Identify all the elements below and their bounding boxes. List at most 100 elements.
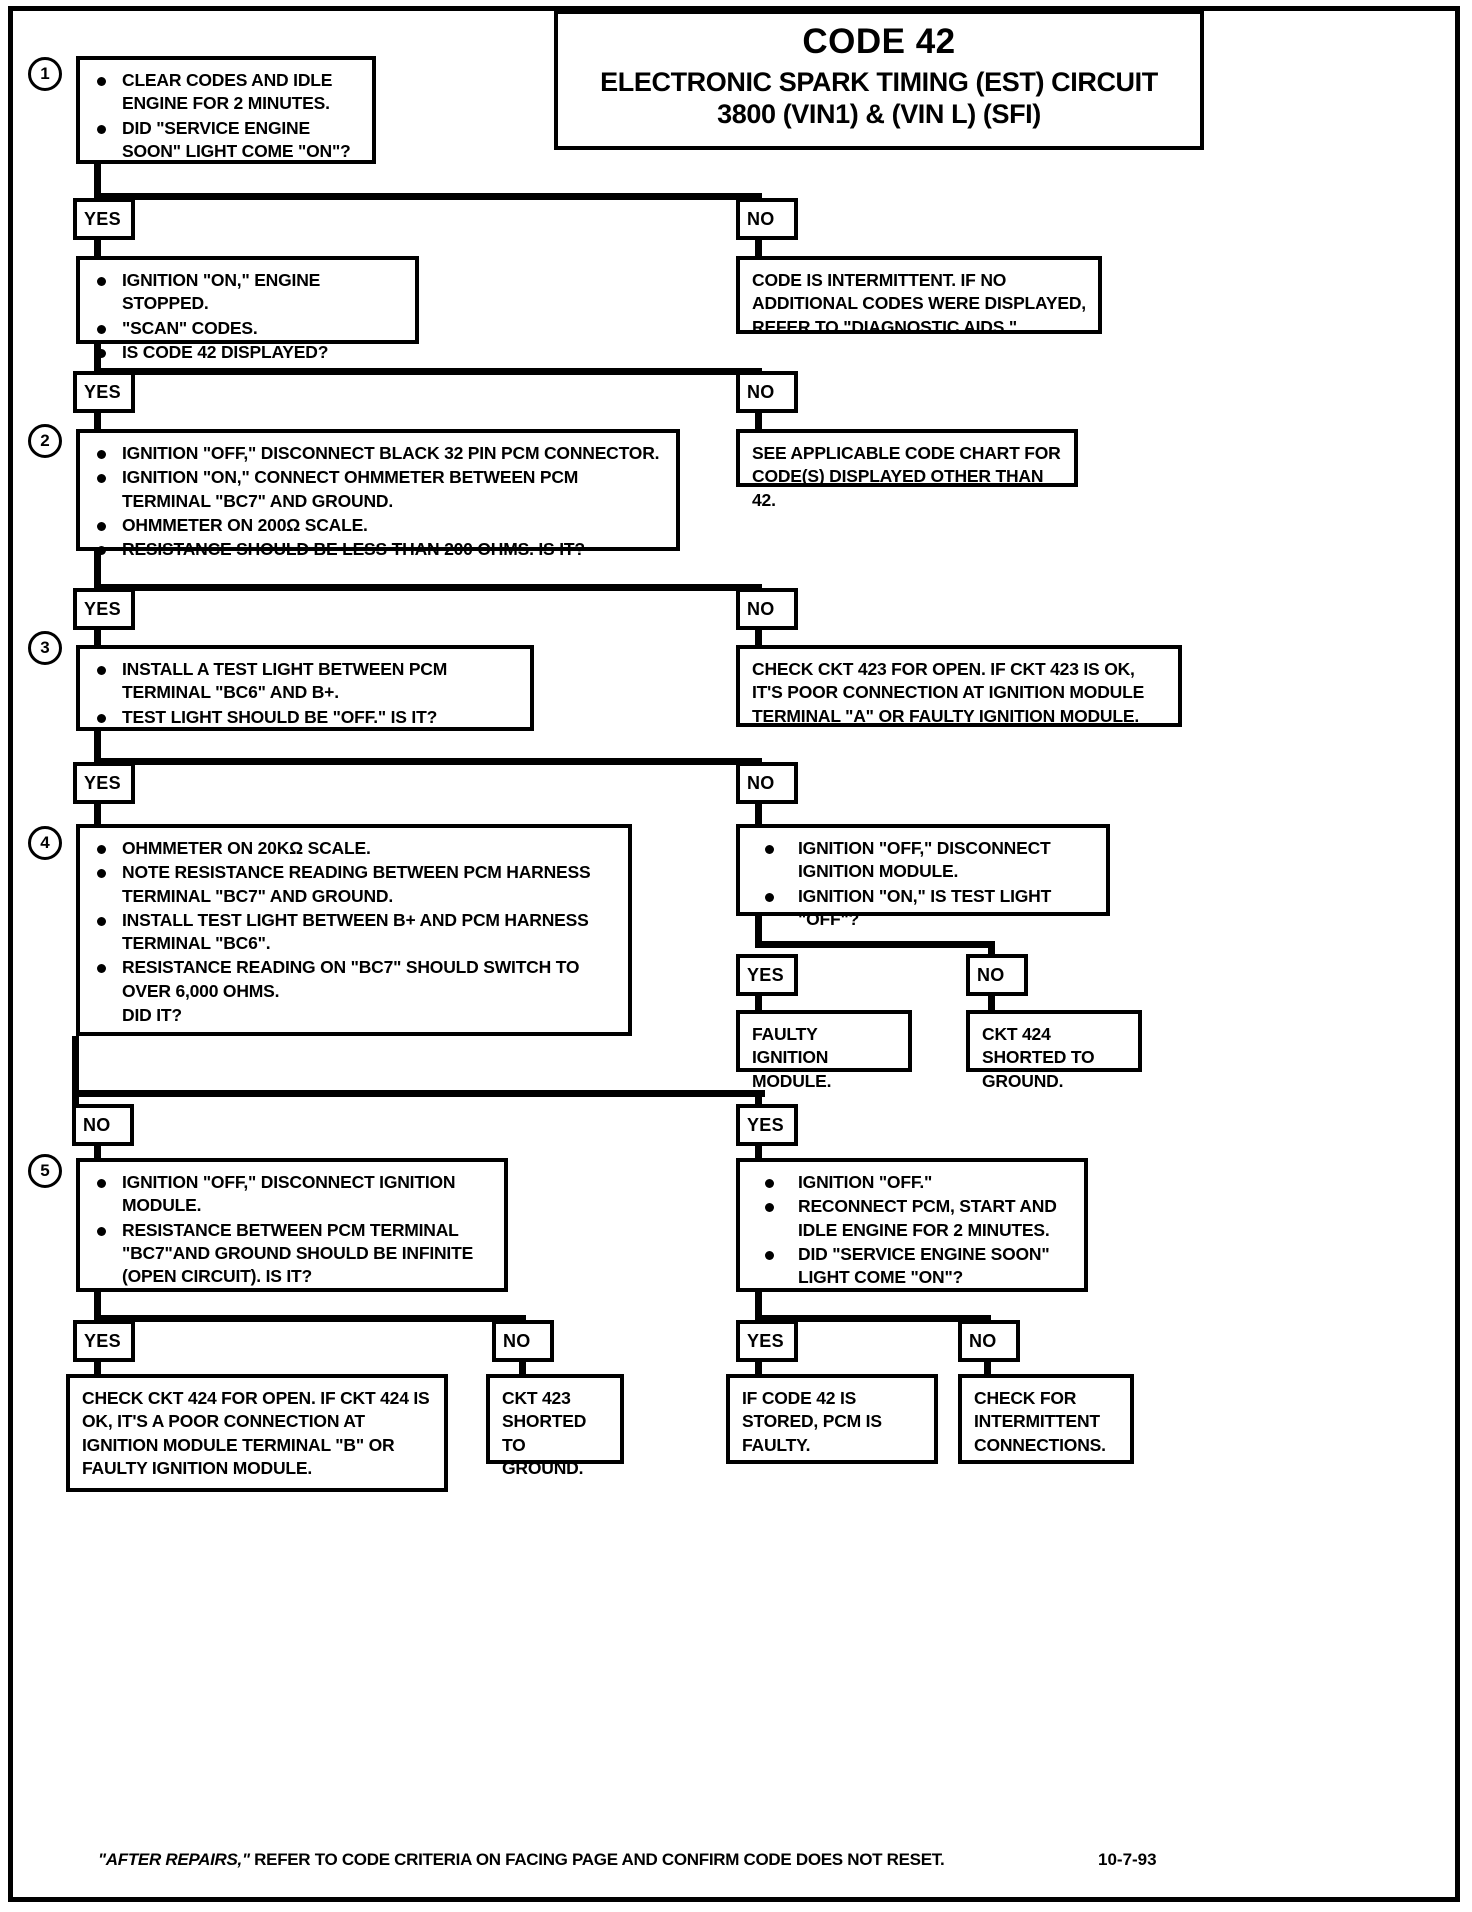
footer-date: 10-7-93 [1098, 1850, 1157, 1869]
box-faulty-ignition-module: FAULTY IGNITION MODULE. [736, 1010, 912, 1091]
connector-yes-step4-to-result [755, 1146, 762, 1164]
connector-no-step4-to-step5 [94, 1146, 101, 1164]
box-step-4-line-2: NOTE RESISTANCE READING BETWEEN PCM HARN… [90, 861, 618, 908]
page-title: CODE 42 [802, 22, 956, 61]
connector-no1-to-result [755, 240, 762, 258]
connector-step4yes-horizontal [755, 1315, 991, 1322]
connector-no-scan-to-result [755, 413, 762, 431]
tag-no-step4yes: NO [958, 1320, 1020, 1362]
connector-yes1-to-scan [94, 240, 101, 258]
step-number-2: 2 [28, 424, 62, 458]
connector-no-step5-to-result [519, 1362, 526, 1376]
connector-step5-horizontal [94, 1315, 526, 1322]
box-ckt-424-shorted: CKT 424 SHORTED TO GROUND. [966, 1010, 1142, 1091]
box-step3-no-result: IGNITION "OFF," DISCONNECT IGNITION MODU… [736, 824, 1110, 929]
box-step-1-line-1: CLEAR CODES AND IDLE ENGINE FOR 2 MINUTE… [90, 69, 362, 116]
box-step-3-line-1: INSTALL A TEST LIGHT BETWEEN PCM TERMINA… [90, 658, 520, 705]
tag-yes-step1: YES [73, 198, 135, 240]
box-code-42-stored: IF CODE 42 IS STORED, PCM IS FAULTY. [726, 1374, 938, 1464]
box-check-ckt-423-open: CHECK CKT 423 FOR OPEN. IF CKT 423 IS OK… [736, 645, 1182, 727]
tag-no-step5: NO [492, 1320, 554, 1362]
tag-no-step2: NO [736, 588, 798, 630]
connector-step2-down [94, 551, 101, 591]
box-faulty-ignition-module-text: FAULTY IGNITION MODULE. [752, 1024, 832, 1091]
connector-step4yes-down [755, 1292, 762, 1334]
box-step-3: INSTALL A TEST LIGHT BETWEEN PCM TERMINA… [76, 645, 534, 731]
box-step4-yes-result-line-3: DID "SERVICE ENGINE SOON" LIGHT COME "ON… [758, 1243, 1074, 1290]
box-step-5-line-2: RESISTANCE BETWEEN PCM TERMINAL "BC7"AND… [90, 1219, 494, 1289]
box-scan-codes-line-1: IGNITION "ON," ENGINE STOPPED. [90, 269, 405, 316]
tag-yes-step4: YES [736, 1104, 798, 1146]
connector-step4-down [72, 1036, 79, 1124]
connector-step4-horizontal [72, 1090, 765, 1097]
connector-no-step2-to-result [755, 630, 762, 648]
box-step4-yes-result-line-2: RECONNECT PCM, START AND IDLE ENGINE FOR… [758, 1195, 1074, 1242]
box-step-4-line-4: RESISTANCE READING ON "BC7" SHOULD SWITC… [90, 956, 618, 1003]
connector-no-step3-to-result [755, 804, 762, 826]
connector-step2-horizontal [94, 584, 762, 591]
box-step-2: IGNITION "OFF," DISCONNECT BLACK 32 PIN … [76, 429, 680, 559]
connector-step5-down [94, 1292, 101, 1334]
box-see-applicable-code-chart-text: SEE APPLICABLE CODE CHART FOR CODE(S) DI… [752, 443, 1061, 510]
box-step-2-line-1: IGNITION "OFF," DISCONNECT BLACK 32 PIN … [90, 442, 666, 465]
box-step-2-line-3: OHMMETER ON 200Ω SCALE. [90, 514, 666, 537]
box-check-ckt-423-open-text: CHECK CKT 423 FOR OPEN. IF CKT 423 IS OK… [752, 659, 1145, 726]
box-check-intermittent-connections: CHECK FOR INTERMITTENT CONNECTIONS. [958, 1374, 1134, 1464]
page-border [8, 6, 1460, 1902]
step-number-4: 4 [28, 826, 62, 860]
box-check-ckt-424-open: CHECK CKT 424 FOR OPEN. IF CKT 424 IS OK… [66, 1374, 448, 1492]
box-step-1: CLEAR CODES AND IDLE ENGINE FOR 2 MINUTE… [76, 56, 376, 164]
box-step-4-line-3: INSTALL TEST LIGHT BETWEEN B+ AND PCM HA… [90, 909, 618, 956]
box-code-intermittent: CODE IS INTERMITTENT. IF NO ADDITIONAL C… [736, 256, 1102, 337]
step-number-1: 1 [28, 57, 62, 91]
step-number-3: 3 [28, 631, 62, 665]
connector-scan-down [94, 344, 101, 375]
box-step-2-line-4: RESISTANCE SHOULD BE LESS THAN 200 OHMS.… [90, 538, 666, 561]
tag-no-step3: NO [736, 762, 798, 804]
page-subtitle-line1: ELECTRONIC SPARK TIMING (EST) CIRCUIT [600, 67, 1158, 97]
tag-no-scan: NO [736, 371, 798, 413]
page-subtitle-line2: 3800 (VIN1) & (VIN L) (SFI) [717, 99, 1041, 129]
connector-yes-scan-to-step2 [94, 413, 101, 431]
step-number-5: 5 [28, 1154, 62, 1188]
connector-step4-yes-down [755, 1090, 762, 1108]
box-scan-codes-line-2: "SCAN" CODES. [90, 317, 405, 340]
box-code-42-stored-text: IF CODE 42 IS STORED, PCM IS FAULTY. [742, 1388, 882, 1455]
title-block: CODE 42 ELECTRONIC SPARK TIMING (EST) CI… [554, 10, 1204, 150]
box-ckt-423-shorted: CKT 423 SHORTED TO GROUND. [486, 1374, 624, 1478]
tag-yes-step2: YES [73, 588, 135, 630]
tag-yes-scan: YES [73, 371, 135, 413]
box-step4-yes-result-line-1: IGNITION "OFF." [758, 1171, 1074, 1194]
connector-step3-down [94, 731, 101, 773]
connector-step1-horizontal [94, 193, 762, 200]
connector-no-step3no-to-ckt424 [988, 996, 995, 1012]
box-scan-codes: IGNITION "ON," ENGINE STOPPED. "SCAN" CO… [76, 256, 419, 362]
connector-step3no-right-down [988, 941, 995, 955]
box-step-4-tail: DID IT? [122, 1004, 182, 1025]
connector-step1-down [94, 164, 101, 200]
box-step3-no-result-line-2: IGNITION "ON," IS TEST LIGHT "OFF"? [758, 885, 1096, 932]
box-step-5: IGNITION "OFF," DISCONNECT IGNITION MODU… [76, 1158, 508, 1292]
connector-yes-step3-to-step4 [94, 804, 101, 826]
connector-no-step4yes-to-result [984, 1362, 991, 1376]
box-ckt-424-shorted-text: CKT 424 SHORTED TO GROUND. [982, 1024, 1095, 1091]
box-step-5-line-1: IGNITION "OFF," DISCONNECT IGNITION MODU… [90, 1171, 494, 1218]
footer-note-italic: "AFTER REPAIRS," [98, 1850, 250, 1869]
box-see-applicable-code-chart: SEE APPLICABLE CODE CHART FOR CODE(S) DI… [736, 429, 1078, 510]
tag-yes-step3no: YES [736, 954, 798, 996]
tag-no-step1: NO [736, 198, 798, 240]
connector-step3no-horizontal [755, 941, 995, 948]
connector-yes-step2-to-step3 [94, 630, 101, 648]
box-step-1-line-2: DID "SERVICE ENGINE SOON" LIGHT COME "ON… [90, 117, 362, 164]
connector-step3no-down [755, 916, 762, 948]
connector-yes-step3no-to-faulty [755, 996, 762, 1012]
box-scan-codes-line-3: IS CODE 42 DISPLAYED? [90, 341, 405, 364]
box-check-intermittent-connections-text: CHECK FOR INTERMITTENT CONNECTIONS. [974, 1388, 1106, 1455]
box-step3-no-result-line-1: IGNITION "OFF," DISCONNECT IGNITION MODU… [758, 837, 1096, 884]
footer-note: "AFTER REPAIRS," REFER TO CODE CRITERIA … [98, 1850, 945, 1870]
footer-note-rest: REFER TO CODE CRITERIA ON FACING PAGE AN… [249, 1850, 945, 1869]
tag-yes-step3: YES [73, 762, 135, 804]
connector-step1-no-down [755, 193, 762, 202]
box-code-intermittent-text: CODE IS INTERMITTENT. IF NO ADDITIONAL C… [752, 270, 1086, 337]
